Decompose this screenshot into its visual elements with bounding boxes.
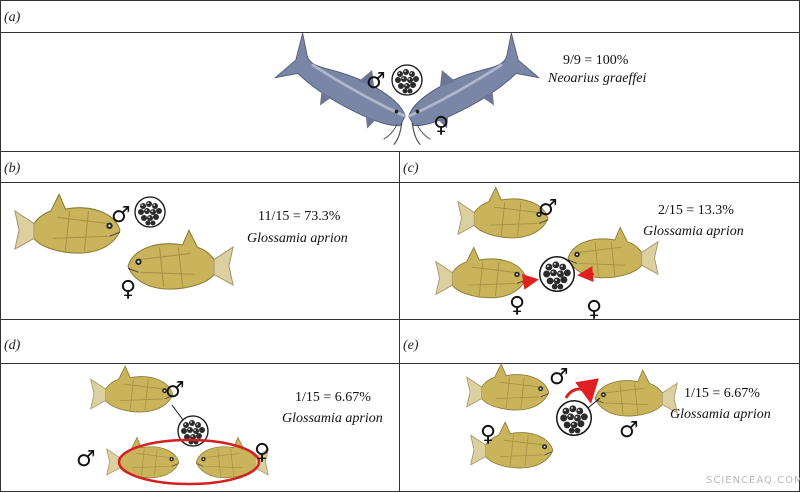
egg-clutch-c bbox=[539, 256, 575, 292]
panel-c-stat: 2/15 = 13.3% bbox=[658, 203, 734, 218]
female-symbol-c2: ♀ bbox=[586, 297, 602, 322]
panel-a-header bbox=[0, 0, 800, 33]
cardinalfish-male-c bbox=[457, 186, 549, 239]
arrow-right-c bbox=[577, 266, 595, 283]
female-symbol-a: ♀ bbox=[433, 113, 449, 138]
panel-e-stat: 1/15 = 6.67% bbox=[684, 386, 760, 401]
panel-b-header bbox=[0, 151, 400, 183]
panel-a-species: Neoarius graeffei bbox=[547, 71, 646, 86]
highlight-ellipse-d bbox=[117, 438, 261, 486]
panel-a: (a) ♂ ♀ 9/9 = 100% Neoarius graeffei bbox=[4, 10, 646, 147]
panel-b-species: Glossamia aprion bbox=[247, 231, 348, 246]
panel-c-label: (c) bbox=[403, 161, 419, 176]
watermark: SCIENCEAQ.COM bbox=[706, 475, 800, 486]
female-symbol-b: ♀ bbox=[120, 277, 136, 302]
panel-e-species: Glossamia aprion bbox=[670, 407, 771, 422]
curved-arrow-e bbox=[564, 378, 599, 404]
panel-d-header bbox=[0, 319, 400, 364]
cardinalfish-female-b bbox=[127, 229, 234, 290]
male-symbol-a: ♂ bbox=[366, 69, 386, 94]
panel-a-stat: 9/9 = 100% bbox=[563, 53, 629, 68]
panel-b-label: (b) bbox=[4, 161, 21, 176]
female-symbol-c1: ♀ bbox=[509, 293, 525, 318]
male-symbol-b: ♂ bbox=[111, 203, 131, 228]
panel-a-label: (a) bbox=[4, 10, 21, 25]
egg-clutch-e bbox=[556, 400, 592, 436]
panel-b-stat: 11/15 = 73.3% bbox=[258, 209, 341, 224]
panel-c: (c) ♂ ♀ ♀ 2/15 = 13.3% Glossamia aprion bbox=[403, 161, 744, 322]
panel-e-header bbox=[399, 319, 800, 364]
male-symbol-d1: ♂ bbox=[165, 378, 185, 403]
cardinalfish-male-d2 bbox=[106, 437, 180, 479]
cardinalfish-male-e1 bbox=[466, 363, 550, 411]
panel-e-body bbox=[399, 363, 800, 492]
panel-c-header bbox=[399, 151, 800, 183]
male-symbol-c: ♂ bbox=[538, 196, 558, 221]
cardinalfish-male-e2 bbox=[594, 369, 678, 417]
arrow-left-c bbox=[521, 273, 539, 290]
panel-d-stat: 1/15 = 6.67% bbox=[295, 390, 371, 405]
cardinalfish-male-d1 bbox=[90, 365, 174, 413]
panel-d: (d) ♂ ♂ ♀ 1/15 = 6.67% Glossamia aprion bbox=[4, 338, 383, 486]
male-symbol-e1: ♂ bbox=[549, 365, 569, 390]
male-symbol-e2: ♂ bbox=[619, 418, 639, 443]
cardinalfish-female-c1 bbox=[435, 246, 527, 299]
egg-clutch-a bbox=[391, 64, 423, 96]
panel-e: (e) ♂ ♂ ♀ 1/15 = 6.67% Glossamia aprion bbox=[403, 338, 771, 469]
male-symbol-d2: ♂ bbox=[76, 447, 96, 472]
panel-d-species: Glossamia aprion bbox=[282, 411, 383, 426]
female-symbol-e: ♀ bbox=[480, 422, 496, 447]
panel-d-label: (d) bbox=[4, 338, 21, 353]
panel-b: (b) ♂ ♀ 11/15 = 73.3% Glossamia aprion bbox=[4, 161, 348, 302]
female-symbol-d: ♀ bbox=[254, 440, 270, 465]
cardinalfish-male-b bbox=[14, 193, 121, 254]
egg-clutch-b bbox=[134, 196, 166, 228]
panel-e-label: (e) bbox=[403, 338, 419, 353]
panel-c-species: Glossamia aprion bbox=[643, 224, 744, 239]
